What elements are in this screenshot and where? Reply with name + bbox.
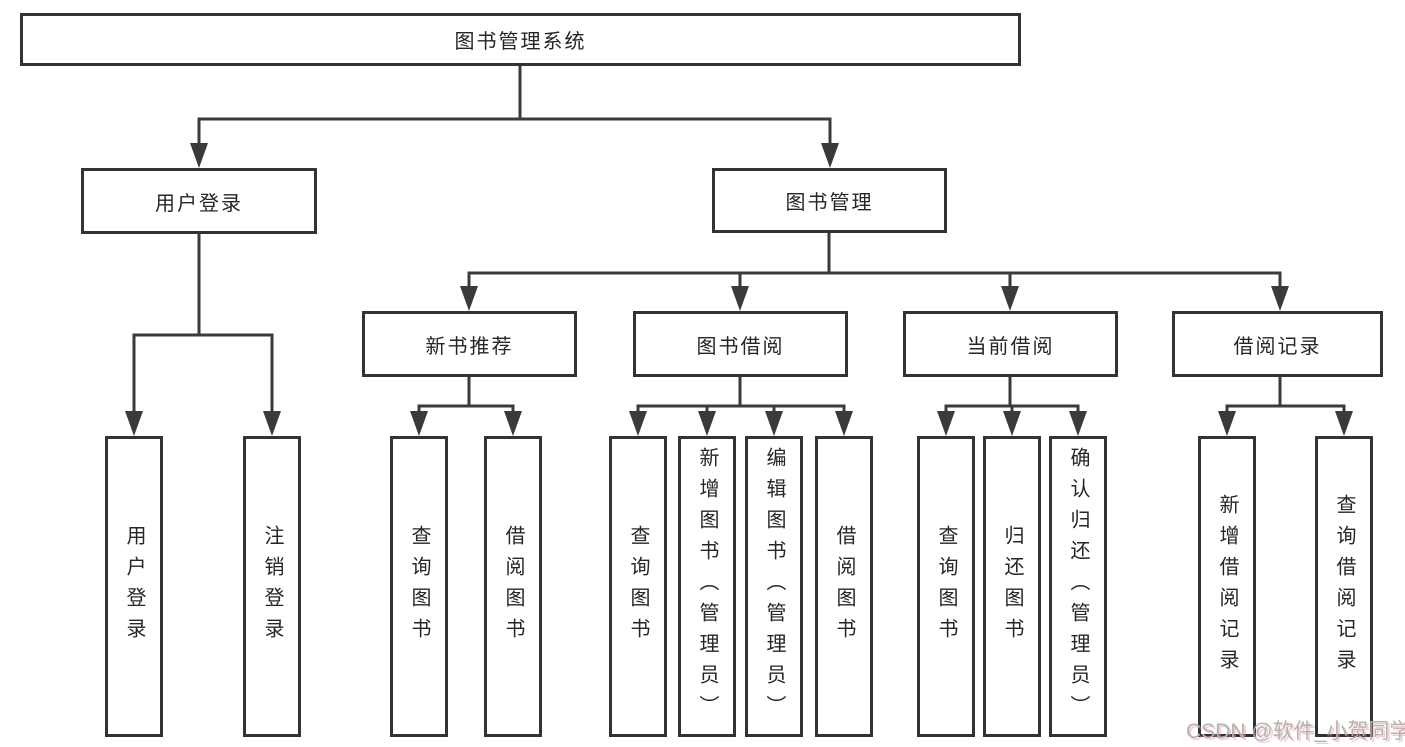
leaf-user-login-label: 用户登录 — [123, 524, 145, 649]
node-borrow-records: 借阅记录 — [1172, 311, 1383, 377]
csdn-watermark: CSDN @软件_小贺同学 — [1186, 720, 1405, 743]
leaf-borrow-books: 借阅图书 — [815, 436, 873, 737]
leaf-query-borrow-record-label: 查询借阅记录 — [1333, 493, 1355, 680]
node-user-login-label: 用户登录 — [155, 192, 243, 215]
node-root: 图书管理系统 — [20, 13, 1021, 66]
leaf-current-query-books: 查询图书 — [917, 436, 975, 737]
leaf-recommend-query-books-label: 查询图书 — [408, 524, 430, 649]
node-new-book-recommend: 新书推荐 — [362, 311, 577, 377]
node-book-management: 图书管理 — [712, 168, 947, 233]
node-root-label: 图书管理系统 — [454, 31, 587, 53]
node-current-borrow-label: 当前借阅 — [966, 335, 1055, 358]
leaf-query-borrow-record: 查询借阅记录 — [1315, 436, 1373, 737]
leaf-user-login: 用户登录 — [105, 436, 163, 737]
leaf-add-books-admin-label: 新增图书（管理员） — [696, 447, 718, 726]
leaf-borrow-books-label: 借阅图书 — [833, 524, 855, 649]
leaf-logout-label: 注销登录 — [261, 524, 283, 649]
node-book-borrow: 图书借阅 — [633, 311, 848, 377]
leaf-confirm-return-admin-label: 确认归还（管理员） — [1067, 447, 1089, 726]
leaf-return-books-label: 归还图书 — [1001, 524, 1023, 649]
leaf-edit-books-admin: 编辑图书（管理员） — [745, 436, 803, 737]
leaf-confirm-return-admin: 确认归还（管理员） — [1049, 436, 1107, 737]
leaf-recommend-borrow-books: 借阅图书 — [484, 436, 542, 737]
leaf-borrow-query-books-label: 查询图书 — [627, 524, 649, 649]
leaf-borrow-query-books: 查询图书 — [609, 436, 667, 737]
node-book-management-label: 图书管理 — [785, 192, 874, 214]
leaf-add-borrow-record: 新增借阅记录 — [1198, 436, 1256, 737]
leaf-edit-books-admin-label: 编辑图书（管理员） — [763, 447, 785, 726]
leaf-add-books-admin: 新增图书（管理员） — [678, 436, 736, 737]
leaf-recommend-borrow-books-label: 借阅图书 — [502, 524, 524, 649]
node-current-borrow: 当前借阅 — [903, 311, 1118, 377]
node-borrow-records-label: 借阅记录 — [1233, 335, 1322, 358]
leaf-current-query-books-label: 查询图书 — [935, 524, 957, 649]
node-book-borrow-label: 图书借阅 — [696, 335, 785, 358]
node-user-login: 用户登录 — [81, 168, 317, 234]
leaf-add-borrow-record-label: 新增借阅记录 — [1216, 493, 1238, 680]
node-new-book-recommend-label: 新书推荐 — [425, 335, 514, 358]
leaf-return-books: 归还图书 — [983, 436, 1041, 737]
leaf-recommend-query-books: 查询图书 — [390, 436, 448, 737]
leaf-logout: 注销登录 — [243, 436, 301, 737]
